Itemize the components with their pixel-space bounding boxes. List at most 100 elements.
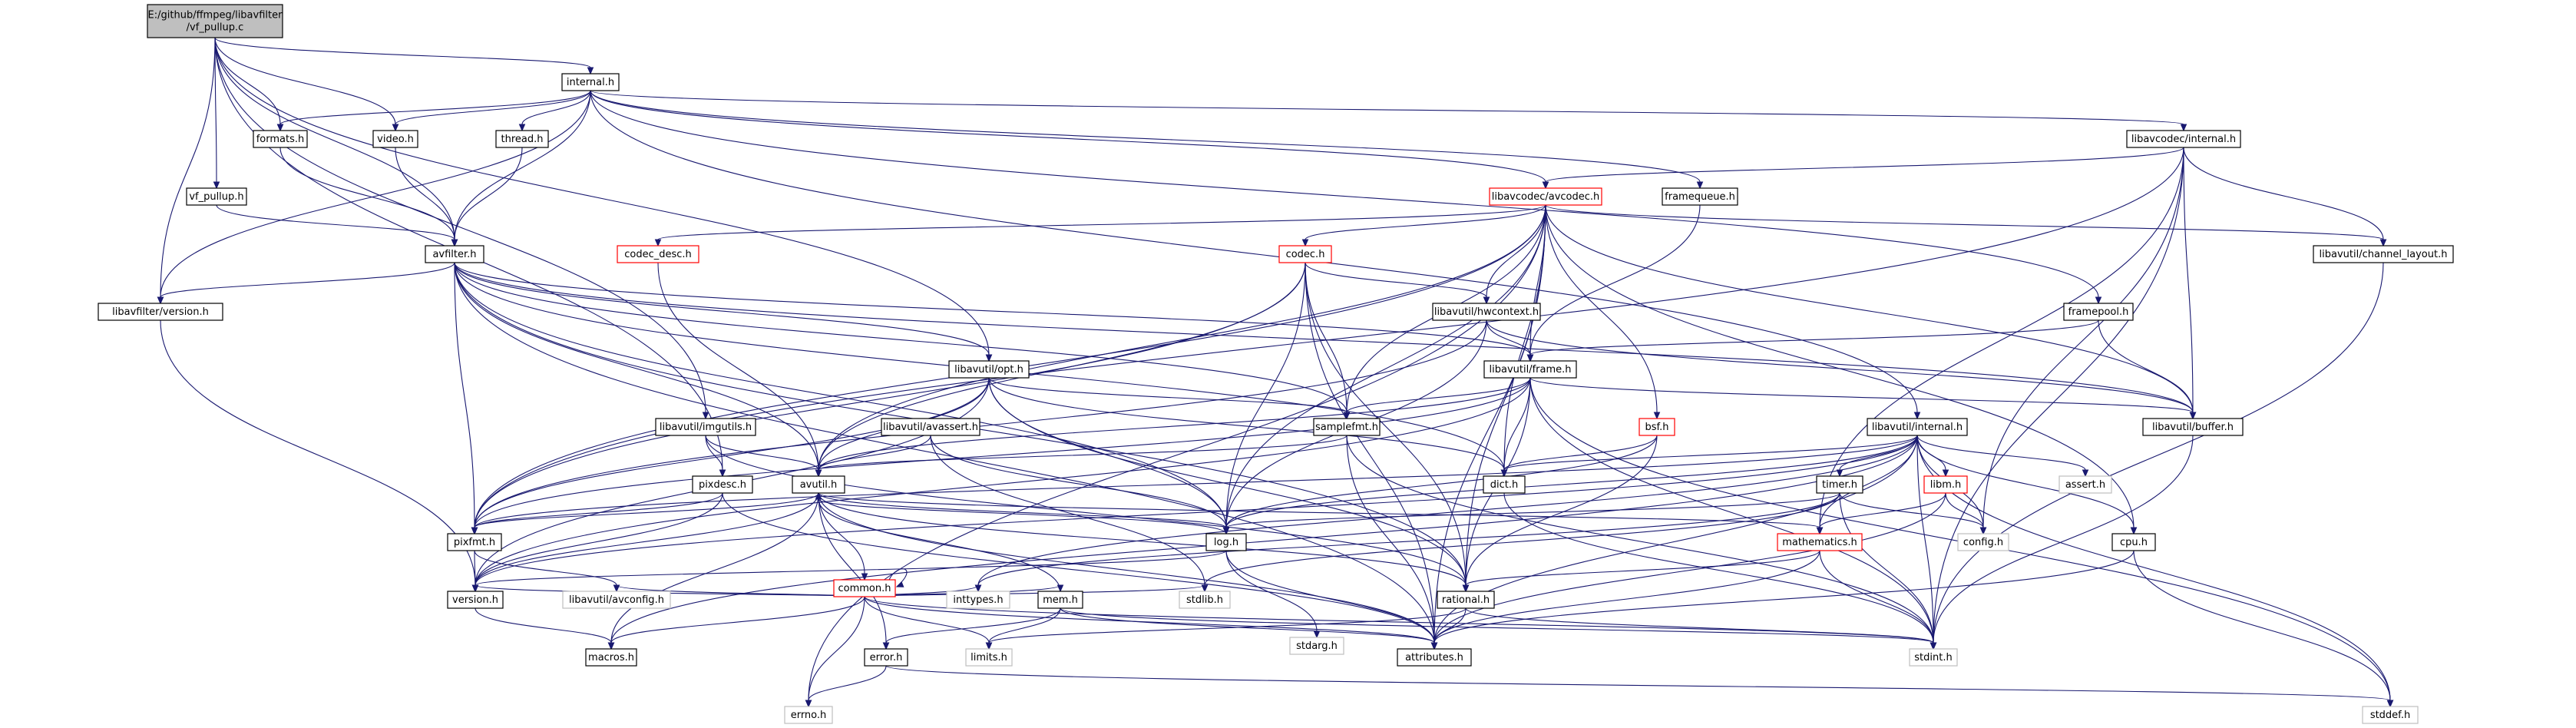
node-mathematics-h[interactable]: mathematics.h: [1777, 533, 1863, 551]
edge-line: [1465, 435, 1658, 586]
node-bsf-h[interactable]: bsf.h: [1639, 418, 1675, 436]
node-libm-h[interactable]: libm.h: [1923, 475, 1968, 494]
node-libavutil-internal-h[interactable]: libavutil/internal.h: [1867, 418, 1968, 436]
node-timer-h[interactable]: timer.h: [1816, 475, 1863, 494]
node-libavutil-buffer-h[interactable]: libavutil/buffer.h: [2142, 418, 2244, 436]
edge-internal_h-to-libavcodec_internal_h: [590, 90, 2187, 132]
edge-line: [1465, 607, 1934, 644]
edge-framequeue_h-to-libavutil_frame_h: [1526, 204, 1701, 362]
node-video-h[interactable]: video.h: [372, 130, 418, 148]
edge-libavcodec_internal_h-to-libavutil_channel_layout_h: [2183, 147, 2387, 247]
edge-libavutil_internal_h-to-cpu_h: [1916, 435, 2138, 535]
edge-line: [1503, 435, 1658, 471]
node-pixdesc-h[interactable]: pixdesc.h: [692, 475, 753, 494]
edge-mem_h-to-error_h: [882, 607, 1061, 650]
node-dict-h[interactable]: dict.h: [1483, 475, 1526, 494]
node-box: [1278, 245, 1332, 263]
node-box: [1289, 637, 1344, 655]
node-root[interactable]: E:/github/ffmpeg/libavfilter/vf_pullup.c: [147, 4, 283, 38]
node-libavutil-imgutils-h[interactable]: libavutil/imgutils.h: [655, 418, 756, 436]
arrowhead: [895, 581, 904, 587]
edge-line: [610, 492, 819, 644]
node-avfilter-h[interactable]: avfilter.h: [425, 245, 484, 263]
edge-codec_h-to-libavutil_hwcontext_h: [1305, 262, 1490, 305]
node-mem-h[interactable]: mem.h: [1037, 591, 1083, 609]
node-framepool-h[interactable]: framepool.h: [2063, 303, 2134, 321]
node-formats-h[interactable]: formats.h: [253, 130, 308, 148]
node-common-h[interactable]: common.h: [833, 579, 896, 597]
node-error-h[interactable]: error.h: [864, 648, 908, 667]
node-rational-h[interactable]: rational.h: [1437, 591, 1495, 609]
node-label: libavutil/imgutils.h: [660, 422, 752, 433]
arrowhead: [1816, 527, 1824, 535]
edge-line: [1225, 550, 1435, 644]
node-box: [186, 187, 247, 206]
edge-line: [1819, 435, 1918, 528]
node-label: stddef.h: [2370, 710, 2410, 721]
edge-line: [279, 147, 455, 240]
edge-line: [1819, 492, 1946, 528]
node-libavutil-hwcontext-h[interactable]: libavutil/hwcontext.h: [1432, 303, 1541, 321]
node-libavutil-avassert-h[interactable]: libavutil/avassert.h: [881, 418, 980, 436]
edge-line: [474, 550, 617, 586]
node-libavutil-opt-h[interactable]: libavutil/opt.h: [948, 360, 1030, 379]
edge-log_h-to-attributes_h: [1225, 550, 1438, 650]
node-stdlib-h: stdlib.h: [1179, 591, 1231, 609]
node-label: avutil.h: [800, 479, 838, 491]
node-avutil-h[interactable]: avutil.h: [792, 475, 845, 494]
node-framequeue-h[interactable]: framequeue.h: [1662, 187, 1738, 206]
arrowhead: [2386, 700, 2394, 708]
edge-line: [988, 377, 1467, 586]
node-box: [946, 591, 1010, 609]
node-label: framepool.h: [2068, 306, 2129, 318]
arrowhead: [157, 296, 164, 305]
node-vf-pullup-h[interactable]: vf_pullup.h: [186, 187, 247, 206]
edge-line: [590, 90, 2099, 298]
node-cpu-h[interactable]: cpu.h: [2111, 533, 2156, 551]
edge-line: [474, 377, 990, 528]
node-attributes-h[interactable]: attributes.h: [1397, 648, 1472, 667]
node-samplefmt-h[interactable]: samplefmt.h: [1313, 418, 1381, 436]
arrowhead: [1653, 412, 1661, 420]
edge-line: [395, 90, 591, 125]
edge-line: [216, 204, 455, 240]
edge-avutil_h-to-rational_h: [818, 492, 1470, 593]
edge-line: [1060, 607, 1435, 644]
node-libavutil-channel-layout-h[interactable]: libavutil/channel_layout.h: [2313, 245, 2454, 263]
node-log-h[interactable]: log.h: [1205, 533, 1247, 551]
edge-libavutil_frame_h-to-version_h: [471, 377, 1531, 593]
node-label: pixfmt.h: [454, 537, 495, 548]
edge-line: [395, 147, 455, 240]
edge-line: [160, 319, 476, 586]
node-box: [1867, 418, 1968, 436]
edge-line: [818, 498, 1227, 534]
node-codec-h[interactable]: codec.h: [1278, 245, 1332, 263]
edge-line: [521, 90, 591, 125]
node-codec-desc-h[interactable]: codec_desc.h: [617, 245, 699, 263]
node-box: [864, 648, 908, 667]
node-box: [1909, 648, 1958, 667]
edge-line: [1305, 262, 1467, 586]
edge-avutil_h-to-version_h: [471, 492, 819, 593]
edge-common_h-to-errno_h: [805, 596, 865, 708]
node-libavcodec-avcodec-h[interactable]: libavcodec/avcodec.h: [1489, 187, 1602, 206]
node-box: [1483, 475, 1526, 494]
edge-line: [475, 435, 1918, 586]
edge-line: [475, 377, 1531, 586]
arrowhead: [2082, 469, 2089, 478]
node-macros-h[interactable]: macros.h: [585, 648, 637, 667]
arrowhead: [613, 584, 620, 593]
node-thread-h[interactable]: thread.h: [495, 130, 549, 148]
node-pixfmt-h[interactable]: pixfmt.h: [447, 533, 502, 551]
edge-line: [1305, 262, 1487, 298]
node-box: [425, 245, 484, 263]
node-internal-h[interactable]: internal.h: [561, 73, 620, 91]
node-libavfilter-version-h[interactable]: libavfilter/version.h: [98, 303, 223, 321]
node-label: libavcodec/internal.h: [2131, 134, 2236, 145]
node-libavcodec-internal-h[interactable]: libavcodec/internal.h: [2126, 130, 2241, 148]
node-version-h[interactable]: version.h: [447, 591, 504, 609]
node-box: [1816, 475, 1863, 494]
node-libavutil-frame-h[interactable]: libavutil/frame.h: [1483, 360, 1577, 379]
edge-common_h-to-stdint_h: [864, 596, 1937, 650]
node-box: [562, 591, 671, 609]
